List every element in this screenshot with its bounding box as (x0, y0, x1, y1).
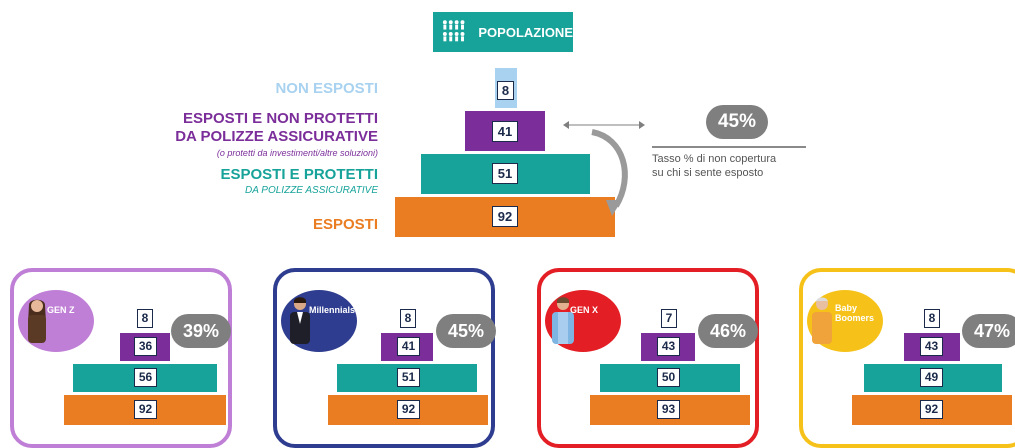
label-esposti: ESPOSTI (312, 216, 378, 233)
gen-z-label: GEN Z (47, 305, 75, 315)
gen-z-value-3: 56 (134, 368, 157, 387)
person-icon (812, 297, 832, 344)
baby-boomers-value-3: 49 (920, 368, 943, 387)
millennials-value-4: 92 (397, 400, 420, 419)
gen-x-rate-pill: 46% (698, 314, 758, 348)
people-group-icon (442, 20, 465, 42)
person-icon (552, 297, 574, 344)
label-esposti-non-protetti-2: DA POLIZZE ASSICURATIVE (175, 128, 378, 145)
gen-z-value-2: 36 (134, 337, 157, 356)
person-icon (28, 299, 46, 343)
millennials-value-2: 41 (397, 337, 420, 356)
population-title: POPOLAZIONE (478, 24, 573, 40)
rate-caption-2: su chi si sente esposto (652, 167, 764, 179)
gen-x-label: GEN X (570, 305, 599, 315)
baby-boomers-value-1: 8 (924, 309, 940, 328)
rate-caption-1: Tasso % di non copertura (652, 153, 777, 165)
curved-arrow-icon (591, 129, 628, 216)
baby-boomers-rate-pill: 47% (962, 314, 1015, 348)
label-esposti-protetti: ESPOSTI E PROTETTI (220, 166, 378, 183)
population-badge: POPOLAZIONE (433, 12, 573, 52)
main-rate-pill: 45% (706, 105, 768, 139)
value-esposti-protetti: 51 (492, 163, 518, 184)
millennials-value-3: 51 (397, 368, 420, 387)
gen-x-value-1: 7 (661, 309, 677, 328)
gen-x-value-2: 43 (657, 337, 680, 356)
gen-z-value-1: 8 (137, 309, 153, 328)
gen-x-value-3: 50 (657, 368, 680, 387)
millennials-value-1: 8 (400, 309, 416, 328)
gen-z-rate-pill: 39% (171, 314, 231, 348)
baby-boomers-value-4: 92 (920, 400, 943, 419)
value-non-esposti: 8 (497, 81, 514, 100)
rate-divider (652, 146, 806, 148)
value-esposti-non-protetti: 41 (492, 121, 518, 142)
label-esposti-non-protetti-note: (o protetti da investimenti/altre soluzi… (216, 148, 378, 158)
gen-z-value-4: 92 (134, 400, 157, 419)
person-icon (290, 297, 310, 344)
value-esposti: 92 (492, 206, 518, 227)
millennials-label: Millennials (309, 305, 356, 315)
label-esposti-non-protetti-1: ESPOSTI E NON PROTETTI (182, 110, 378, 127)
label-non-esposti: NON ESPOSTI (275, 80, 378, 97)
millennials-rate-pill: 45% (436, 314, 496, 348)
double-arrow-icon (563, 121, 645, 129)
label-esposti-protetti-sub: DA POLIZZE ASSICURATIVE (245, 185, 378, 196)
baby-boomers-label: Baby Boomers (835, 303, 875, 323)
baby-boomers-value-2: 43 (920, 337, 943, 356)
gen-x-value-4: 93 (657, 400, 680, 419)
